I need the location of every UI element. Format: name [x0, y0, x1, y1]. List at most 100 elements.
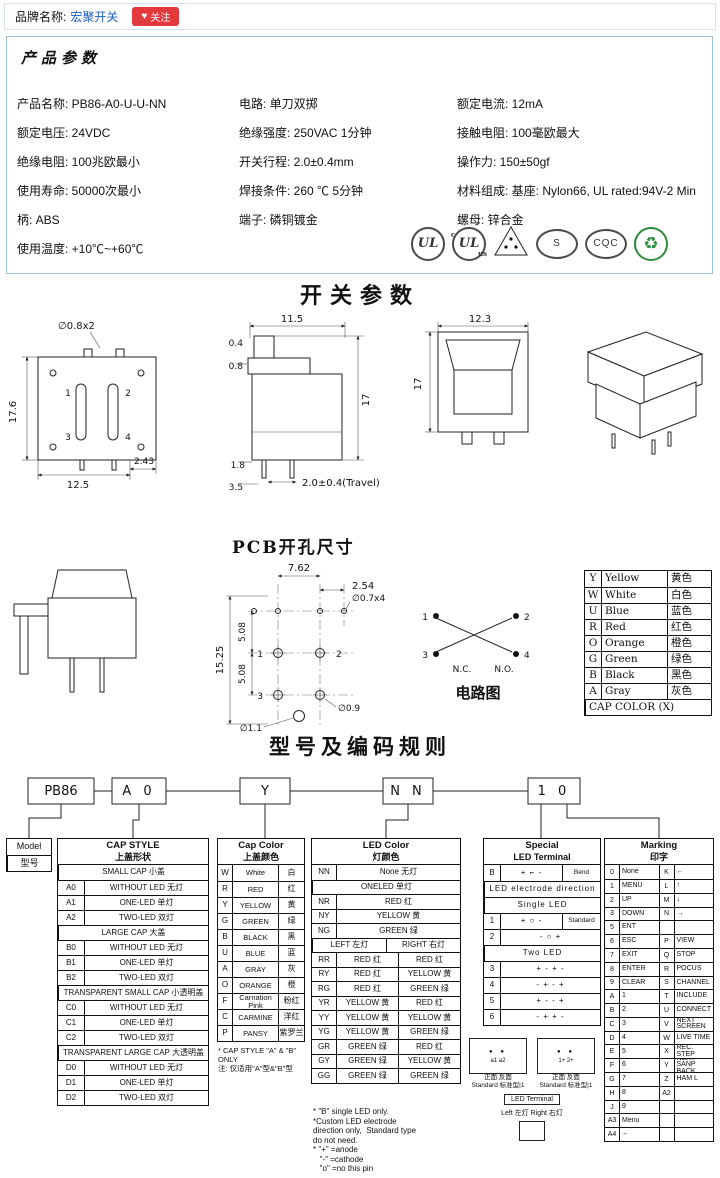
led-dots: ● ●: [489, 1048, 507, 1055]
special-title-zh: LED Terminal: [513, 851, 571, 862]
led-terminal-figure-right: ● ● 1+ 2+: [537, 1038, 595, 1074]
led-terminal-figures: ● ● a1 a2 正面 反面 Standard 标准型|1 ● ● 1+ 2+…: [462, 1038, 602, 1141]
dim-label: 12.5: [67, 480, 89, 491]
dim-label: 1.8: [231, 461, 246, 471]
order-code-flow: PB86 A 0 Y N N 1 0: [27, 777, 660, 838]
follow-label: 关注: [150, 13, 171, 24]
led-terminal-caption: LED Terminal: [504, 1094, 560, 1105]
dim-label: 5.08: [238, 622, 248, 642]
marking-title-zh: 印字: [649, 851, 668, 862]
dim-label: 0.4: [229, 339, 244, 349]
pin-number: 2: [524, 613, 530, 623]
pcb-heading: PCB开孔尺寸: [232, 538, 355, 558]
param-cell: 材料组成: 基座: Nylon66, UL rated:94V-2 Min: [457, 184, 696, 198]
led-terminal-figure-left: ● ● a1 a2: [469, 1038, 527, 1074]
dim-label: ∅0.7x4: [352, 594, 385, 604]
param-cell: 电路: 单刀双掷: [239, 97, 318, 111]
dim-label: 2.0±0.4(Travel): [302, 478, 380, 489]
led-color-title-zh: 灯颜色: [372, 851, 400, 862]
dim-label: ∅1.1: [240, 724, 262, 734]
marking-row: [659, 1127, 713, 1142]
dim-label: 3.5: [229, 483, 243, 493]
cap-color-title-zh: 上盖颜色: [242, 851, 279, 862]
special-led-terminal-table: Special LED Terminal B+ ⌐ -Bend LED elec…: [483, 838, 601, 1027]
dim-label: 2.54: [352, 581, 374, 592]
table-row: Single LED: [484, 897, 600, 914]
coding-rules-heading: 型号及编码规则: [269, 734, 451, 759]
brand-bar: 品牌名称: 宏聚开关 ♥ 关注: [4, 3, 716, 30]
switch-dimension-drawings: ∅0.8x2 1 2 3 4 17.6 12.5 2.43 11.5 17 0.…: [8, 314, 704, 493]
pin-number: 4: [125, 433, 131, 443]
table-row: 4- + - +: [484, 977, 600, 994]
dim-label: 0.8: [229, 362, 244, 372]
follow-button[interactable]: ♥ 关注: [132, 7, 180, 26]
pin-number: 3: [257, 692, 263, 702]
rohs-icon: ♻: [634, 226, 668, 261]
param-cell: 操作力: 150±50gf: [457, 155, 550, 169]
special-title-en: Special: [525, 840, 559, 851]
dim-label: 17: [361, 394, 372, 407]
table-row: Two LED: [484, 945, 600, 962]
circuit-title: 电路图: [455, 684, 500, 702]
cap-style-title-en: CAP STYLE: [106, 840, 160, 851]
order-code-special-marking: 1 0: [538, 784, 571, 799]
param-cell: 螺母: 锌合金: [457, 213, 524, 227]
front-back-label: 正面 反面: [484, 1074, 512, 1081]
pin-number: 1: [257, 650, 263, 660]
pin-number: 4: [524, 651, 530, 661]
marking-row: K←: [660, 865, 714, 879]
brand-name-link[interactable]: 宏聚开关: [70, 10, 119, 24]
param-cell: 使用温度: +10℃~+60℃: [17, 242, 144, 256]
dim-label: 17: [413, 378, 424, 391]
order-code-led: N N: [390, 784, 426, 799]
heart-icon: ♥: [141, 11, 148, 22]
switch-params-heading: 开关参数: [299, 283, 420, 309]
cap-style-title-zh: 上盖形状: [114, 851, 151, 862]
dim-label: 7.62: [288, 563, 310, 574]
marking-row: YNEXT SANP BACK: [659, 1058, 713, 1073]
dim-label: 2.43: [134, 457, 154, 467]
led-dots: ● ●: [557, 1048, 575, 1055]
marking-row: N→: [659, 906, 713, 921]
table-row: SMALL CAP 小盖: [58, 865, 208, 881]
param-cell: 开关行程: 2.0±0.4mm: [239, 155, 354, 169]
